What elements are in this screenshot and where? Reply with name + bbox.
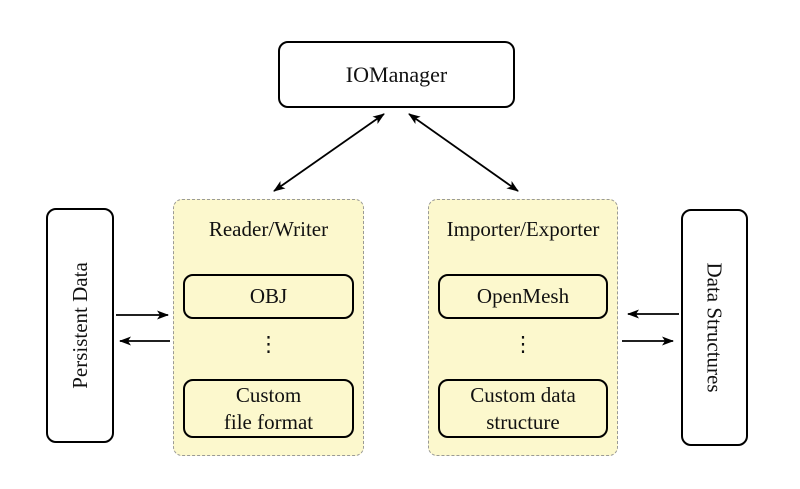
openmesh-label: OpenMesh — [476, 284, 570, 309]
arrow-iomanager-importer-exporter — [408, 113, 519, 192]
persistent-data-node: Persistent Data — [46, 208, 114, 443]
iomanager-node: IOManager — [278, 41, 515, 108]
custom-data-structure-node: Custom data structure — [438, 379, 608, 438]
vertical-ellipsis-icon: ⋮ — [512, 332, 534, 356]
arrow-iomanager-reader-writer — [273, 113, 385, 192]
iomanager-label: IOManager — [345, 61, 448, 87]
data-structures-label: Data Structures — [703, 262, 728, 393]
custom-file-format-line2: file format — [223, 409, 314, 434]
vertical-ellipsis-icon: ⋮ — [258, 332, 279, 356]
data-structures-node: Data Structures — [681, 209, 748, 446]
importer-exporter-title: Importer/Exporter — [446, 217, 600, 241]
custom-file-format-node: Custom file format — [183, 379, 354, 438]
reader-writer-panel: Reader/Writer OBJ ⋮ Custom file format — [173, 199, 364, 456]
custom-data-structure-line1: Custom data — [470, 382, 576, 407]
custom-data-structure-line2: structure — [486, 409, 560, 434]
custom-file-format-line1: Custom — [235, 382, 302, 407]
importer-exporter-panel: Importer/Exporter OpenMesh ⋮ Custom data… — [428, 199, 618, 456]
persistent-data-label: Persistent Data — [67, 262, 92, 389]
obj-node: OBJ — [183, 274, 354, 319]
obj-label: OBJ — [249, 284, 288, 309]
openmesh-node: OpenMesh — [438, 274, 608, 319]
reader-writer-title: Reader/Writer — [208, 217, 329, 241]
